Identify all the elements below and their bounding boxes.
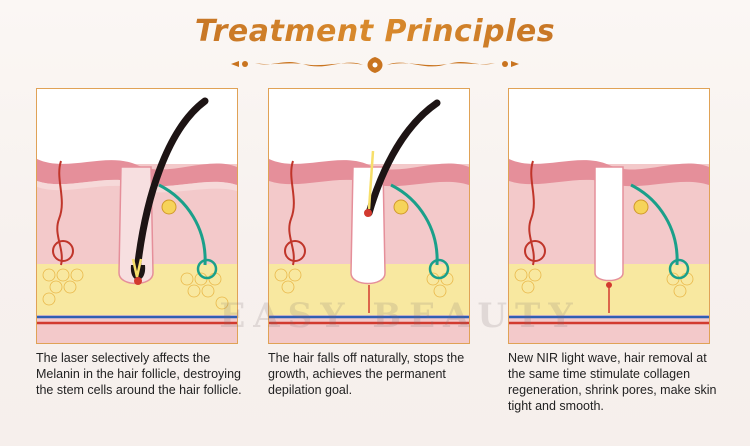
page-title: Treatment Principles	[0, 14, 750, 49]
panel-hair-falls-off	[268, 88, 470, 344]
caption-laser-action: The laser selectively affects the Melani…	[36, 351, 242, 397]
caption-hair-falls-off: The hair falls off naturally, stops the …	[268, 351, 465, 397]
panel-nir-collagen	[508, 88, 710, 344]
brand-watermark: EASY BEAUTY	[219, 296, 581, 336]
caption-nir-collagen: New NIR light wave, hair removal at the …	[508, 351, 717, 413]
panel-laser-action	[36, 88, 238, 344]
title-ornament-icon	[231, 57, 519, 73]
